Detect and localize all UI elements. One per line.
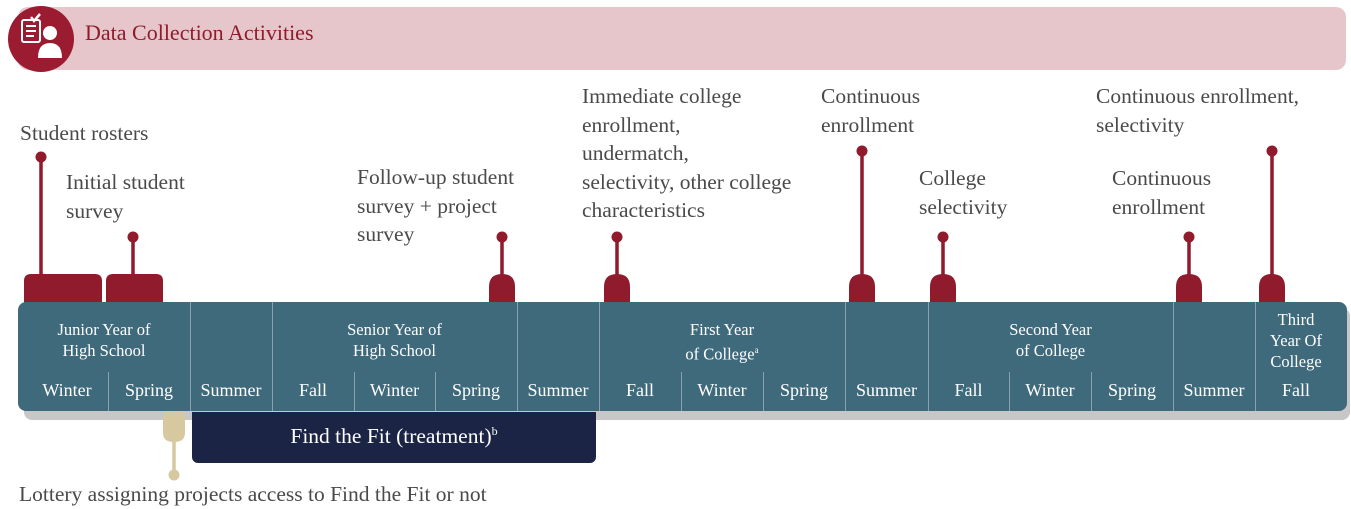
divider — [1009, 372, 1010, 411]
season-label: Fall — [1281, 380, 1310, 400]
marker-continuous-enrollment-selectivity — [1259, 145, 1285, 304]
season-label: Summer — [1183, 380, 1245, 400]
annotation-initial-survey: Initial student survey — [66, 170, 185, 223]
season-label: Spring — [124, 380, 173, 400]
header-title: Data Collection Activities — [85, 20, 314, 45]
treatment-bar — [192, 412, 596, 463]
divider — [272, 302, 273, 411]
group-first-year-college: First Year of Collegea — [685, 320, 759, 364]
season-label: Winter — [1025, 380, 1075, 400]
season-label: Spring — [451, 380, 500, 400]
survey-person-icon — [8, 6, 74, 72]
group-senior-year: Senior Year of High School — [347, 320, 442, 360]
divider — [845, 302, 846, 411]
timeline-bar — [18, 302, 1347, 411]
season-label: Winter — [42, 380, 92, 400]
lottery-label: Lottery assigning projects access to Fin… — [19, 482, 487, 506]
divider — [354, 372, 355, 411]
season-label: Fall — [625, 380, 654, 400]
marker-college-selectivity — [930, 231, 956, 304]
group-third-year-college: Third Year Of College — [1270, 310, 1322, 371]
divider — [1091, 372, 1092, 411]
annotation-college-selectivity: College selectivity — [919, 166, 1008, 219]
header-banner — [18, 7, 1346, 70]
group-second-year-college: Second Year of College — [1009, 320, 1092, 360]
season-label: Summer — [856, 380, 917, 400]
season-label: Winter — [697, 380, 747, 400]
annotation-continuous-enrollment-2: Continuous enrollment — [1112, 166, 1212, 219]
season-label: Fall — [954, 380, 983, 400]
divider — [1255, 302, 1256, 411]
divider — [763, 372, 764, 411]
marker-immediate-college — [604, 231, 630, 304]
divider — [435, 372, 436, 411]
marker-initial-survey — [106, 231, 163, 304]
marker-continuous-enrollment-1 — [849, 145, 875, 304]
annotation-immediate-college: Immediate college enrollment, undermatch… — [582, 84, 792, 222]
treatment-label: Find the Fit (treatment)b — [290, 424, 498, 449]
marker-follow-up-survey — [489, 231, 515, 304]
divider — [928, 302, 929, 411]
divider — [599, 302, 600, 411]
season-label: Fall — [298, 380, 327, 400]
season-label: Summer — [200, 380, 262, 400]
group-junior-year: Junior Year of High School — [57, 320, 151, 360]
season-label: Summer — [527, 380, 589, 400]
divider — [1173, 302, 1174, 411]
divider — [681, 372, 682, 411]
divider — [517, 302, 518, 411]
divider — [190, 302, 191, 411]
season-label: Spring — [1107, 380, 1156, 400]
divider — [108, 372, 109, 411]
marker-continuous-enrollment-2 — [1176, 231, 1202, 304]
marker-student-rosters — [24, 151, 102, 304]
annotation-continuous-enrollment-1: Continuous enrollment — [821, 84, 921, 137]
annotation-continuous-enrollment-selectivity: Continuous enrollment, selectivity — [1096, 84, 1300, 137]
annotation-follow-up-survey: Follow-up student survey + project surve… — [357, 165, 515, 246]
season-label: Winter — [369, 380, 420, 400]
annotation-student-rosters: Student rosters — [20, 121, 149, 145]
season-label: Spring — [779, 380, 828, 400]
